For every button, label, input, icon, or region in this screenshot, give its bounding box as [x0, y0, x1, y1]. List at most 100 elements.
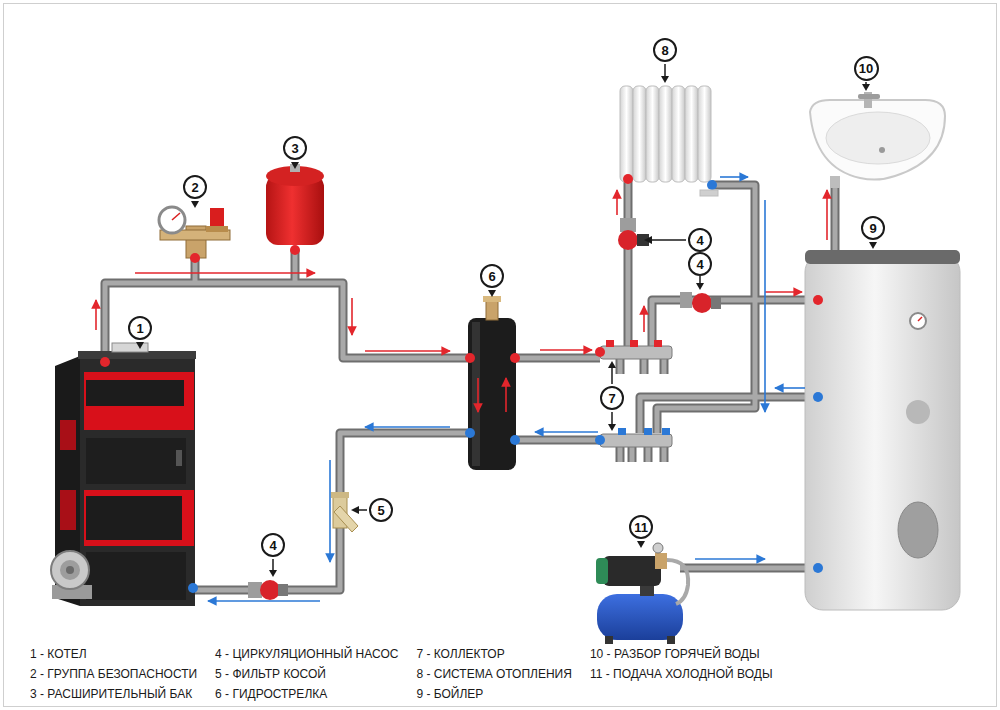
wash-basin-part — [810, 100, 945, 180]
legend-text: 2 - ГРУППА БЕЗОПАСНОСТИ — [30, 664, 197, 684]
boiler-part — [86, 380, 184, 406]
circulation-pump-part — [711, 297, 721, 309]
water-heater-part — [906, 400, 930, 424]
boiler-part — [84, 490, 194, 546]
pump-station-part — [667, 560, 688, 604]
legend-text: 11 - ПОДАЧА ХОЛОДНОЙ ВОДЫ — [590, 664, 773, 684]
wash-basin-part — [830, 176, 840, 188]
manifold-return-part — [595, 435, 605, 445]
flow-arrow-part — [208, 600, 320, 602]
callout-number: 4 — [696, 258, 703, 271]
manifold-return-part — [644, 428, 652, 435]
leader-line-part — [699, 276, 701, 283]
boiler-part — [86, 438, 186, 484]
leader-line-part — [191, 201, 199, 208]
callout-circle: 9 — [861, 216, 885, 240]
circulation-pump — [618, 218, 649, 250]
circulation-pump-part — [680, 292, 692, 308]
circulation-pump — [248, 580, 288, 600]
leader-line-part — [637, 541, 645, 548]
leader-line-part — [351, 506, 359, 514]
flow-arrow-part — [477, 378, 479, 412]
legend-text: 8 - СИСТЕМА ОТОПЛЕНИЯ — [416, 664, 571, 684]
callout-number: 10 — [859, 62, 873, 75]
flow-arrow-part — [775, 387, 805, 389]
legend-item: 5 - ФИЛЬТР КОСОЙ — [215, 664, 398, 684]
hydraulic-separator-part — [486, 300, 498, 320]
boiler — [55, 343, 198, 606]
legend-text: 6 - ГИДРОСТРЕЛКА — [215, 684, 327, 704]
legend-text: 9 - БОЙЛЕР — [416, 684, 483, 704]
legend-column: 10 - РАЗБОР ГОРЯЧЕЙ ВОДЫ11 - ПОДАЧА ХОЛО… — [590, 644, 773, 704]
callout-circle: 4 — [688, 228, 712, 252]
manifold-supply-part — [595, 347, 605, 357]
callout-circle: 8 — [653, 38, 677, 62]
leader-line — [136, 64, 877, 577]
water-heater-part — [805, 254, 960, 610]
flow-arrow-part — [535, 431, 598, 433]
flow-arrow-part — [135, 272, 315, 274]
pump-station-part — [605, 636, 613, 644]
circulation-pump-part — [620, 218, 636, 232]
hydraulic-separator-part — [472, 322, 480, 466]
flow-arrow — [208, 177, 805, 601]
radiator-part — [623, 174, 633, 184]
manifold-return-part — [662, 428, 670, 435]
hydraulic-separator-part — [468, 318, 516, 470]
callout-number: 8 — [661, 44, 668, 57]
pump-station-part — [640, 586, 654, 596]
flow-arrow-part — [764, 200, 766, 412]
water-heater-part — [805, 250, 960, 264]
pump-station-part — [596, 558, 608, 584]
callout-number: 5 — [377, 504, 384, 517]
hydraulic-separator-part — [465, 353, 475, 363]
leader-line-part — [611, 367, 613, 384]
flow-arrow-part — [329, 460, 331, 562]
water-heater-part — [813, 563, 823, 573]
legend-text: 7 - КОЛЛЕКТОР — [416, 644, 504, 664]
flow-arrow-part — [643, 306, 645, 332]
circulation-pump-part — [278, 584, 288, 596]
blower-fan-part — [66, 566, 74, 574]
flow-arrow-part — [365, 350, 450, 352]
radiator-part — [672, 86, 685, 182]
blower-fan-part — [60, 560, 80, 580]
leader-line-part — [862, 84, 870, 91]
flow-arrow-part — [720, 176, 748, 178]
radiator-part — [633, 86, 646, 182]
leader-line-part — [488, 290, 496, 297]
legend-item: 6 - ГИДРОСТРЕЛКА — [215, 684, 398, 704]
pump-station-part — [653, 543, 663, 553]
flow-arrow-part — [505, 378, 507, 412]
water-heater-part — [898, 502, 938, 558]
safety-group-part — [210, 208, 224, 228]
manifold-supply — [595, 340, 672, 359]
legend-item: 3 - РАСШИРИТЕЛЬНЫЙ БАК — [30, 684, 197, 704]
leader-line-part — [608, 361, 616, 368]
manifold-return-part — [600, 434, 672, 447]
boiler-part — [80, 356, 195, 606]
circulation-pump-part — [618, 230, 638, 250]
water-heater-part — [813, 295, 823, 305]
boiler-part — [112, 343, 148, 352]
radiator-part — [698, 86, 711, 182]
pump-station — [596, 543, 688, 644]
callout-circle: 10 — [854, 56, 879, 81]
boiler-part — [60, 490, 76, 530]
wash-basin-part — [858, 94, 880, 99]
flow-arrow-part — [365, 426, 450, 428]
pump-station-part — [655, 553, 667, 569]
boiler-part — [188, 583, 198, 593]
leader-line-part — [661, 76, 669, 83]
manifold-supply-part — [630, 340, 638, 347]
radiator-part — [620, 86, 633, 182]
leader-line-part — [611, 412, 613, 424]
manifold-return-part — [618, 428, 626, 435]
callout-number: 3 — [291, 142, 298, 155]
flow-arrow-part — [616, 190, 618, 215]
callout-number: 11 — [634, 521, 648, 534]
leader-line-part — [644, 236, 652, 244]
callout-circle: 7 — [600, 386, 624, 410]
